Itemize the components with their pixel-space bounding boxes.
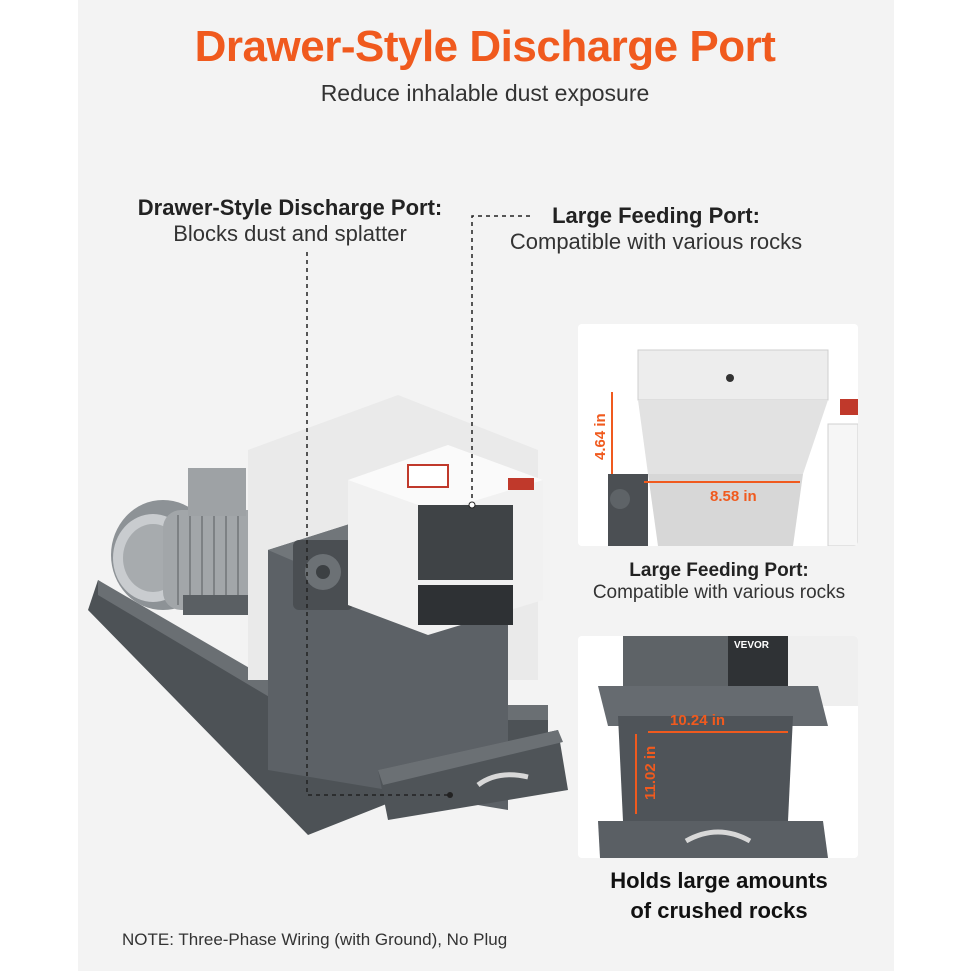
caption-drawer-line2: of crushed rocks [630, 898, 808, 923]
page-subtitle: Reduce inhalable dust exposure [320, 80, 650, 106]
drawer-width-label: 10.24 in [670, 712, 726, 729]
caption-feeding-port: Large Feeding Port: Compatible with vari… [566, 560, 872, 604]
page-title: Drawer-Style Discharge Port [194, 22, 776, 71]
drawer-photo [578, 636, 858, 858]
callout-feeding: Large Feeding Port: Compatible with vari… [478, 203, 834, 255]
caption-drawer: Holds large amounts of crushed rocks [578, 866, 860, 926]
feeding-port-photo [578, 324, 858, 546]
callout-discharge-body: Blocks dust and splatter [173, 221, 407, 246]
caption-feeding-port-title: Large Feeding Port: [629, 560, 809, 581]
vevor-brand-label: VEVOR [734, 640, 770, 651]
callout-discharge-title: Drawer-Style Discharge Port: [137, 195, 443, 220]
inset-drawer: VEVOR 10.24 in 11.02 in [578, 636, 858, 858]
callout-feeding-title: Large Feeding Port: [552, 203, 760, 228]
drawer-depth-label: 11.02 in [642, 745, 659, 800]
inset-feeding-port: 8.58 in 4.64 in [578, 324, 858, 546]
rock-crusher-illustration [88, 395, 568, 835]
caption-drawer-line1: Holds large amounts [610, 868, 828, 893]
feeding-port-width-label: 8.58 in [710, 488, 757, 505]
feeding-port-height-label: 4.64 in [592, 413, 609, 460]
caption-feeding-port-body: Compatible with various rocks [592, 582, 846, 603]
callout-feeding-body: Compatible with various rocks [509, 229, 803, 254]
wiring-note: NOTE: Three-Phase Wiring (with Ground), … [122, 930, 508, 949]
callout-discharge: Drawer-Style Discharge Port: Blocks dust… [110, 195, 470, 247]
